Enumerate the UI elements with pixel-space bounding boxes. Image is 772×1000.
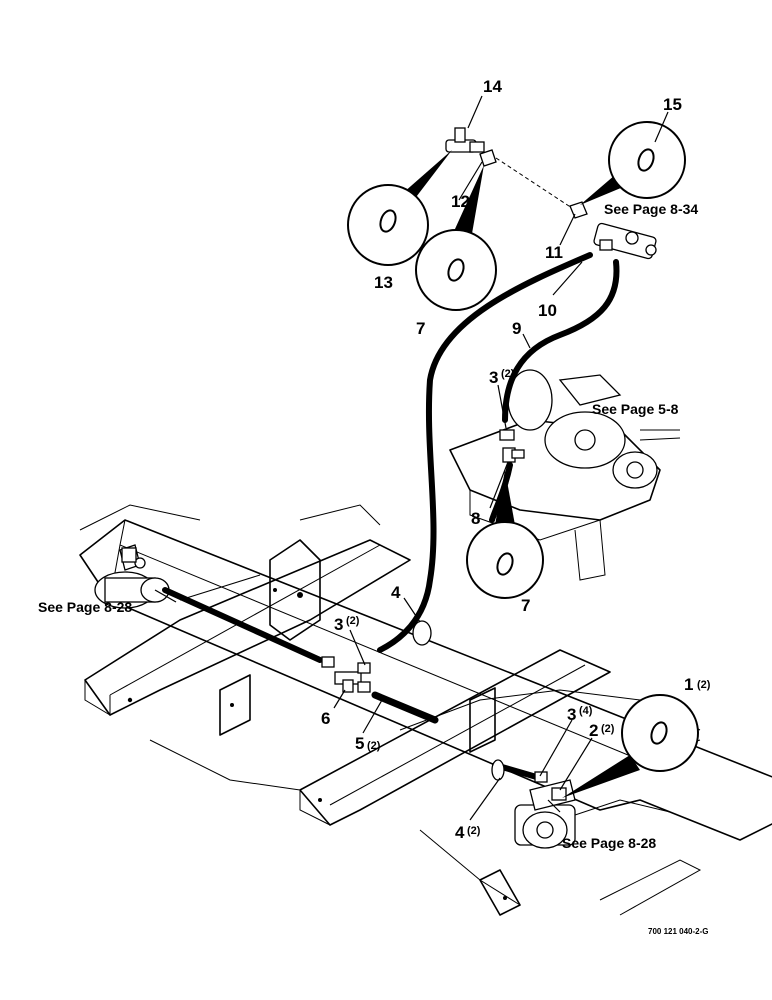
callout-2-qty: (2) [601, 723, 615, 735]
callout-2: 2 [589, 721, 598, 740]
callout-12: 12 [451, 192, 470, 211]
callout-13: 13 [374, 273, 393, 292]
callout-5-qty: (2) [367, 740, 381, 752]
callout-8: 8 [471, 509, 480, 528]
fittings [121, 127, 657, 801]
chassis-frame [79, 504, 772, 916]
elbow-fitting [499, 429, 525, 463]
callout-3-upper-qty: (2) [501, 368, 515, 380]
callout-3-right-qty: (4) [579, 705, 593, 717]
callout-4-upper: 4 [391, 583, 401, 602]
leader-lines [154, 95, 669, 821]
see-page-8-34: See Page 8-34 [604, 201, 698, 217]
callout-1: 1 [684, 675, 693, 694]
callout-3-mid: 3 [334, 615, 343, 634]
tee-6 [334, 662, 371, 693]
page-references: See Page 8-34 See Page 5-8 See Page 8-28… [38, 201, 698, 851]
callout-15: 15 [663, 95, 682, 114]
drawing-code: 700 121 040-2-G [648, 927, 709, 936]
see-page-8-28-left: See Page 8-28 [38, 599, 132, 615]
callout-10: 10 [538, 301, 557, 320]
callout-6: 6 [321, 709, 330, 728]
callout-4-lower-qty: (2) [467, 825, 481, 837]
callout-3-upper: 3 [489, 368, 498, 387]
see-page-8-28-right: See Page 8-28 [562, 835, 656, 851]
left-cylinder [94, 544, 170, 609]
callout-4-lower: 4 [455, 823, 465, 842]
callout-7-top: 7 [416, 319, 425, 338]
callout-7-bottom: 7 [521, 596, 530, 615]
see-page-5-8: See Page 5-8 [592, 401, 679, 417]
callout-9: 9 [512, 319, 521, 338]
callout-11: 11 [545, 243, 563, 262]
tee-fitting [445, 127, 485, 153]
valve-block [593, 222, 657, 260]
callout-14: 14 [483, 77, 502, 96]
callout-3-right: 3 [567, 705, 576, 724]
o-ring-callouts [347, 121, 699, 798]
hoses [162, 252, 620, 781]
fitting-12 [479, 149, 497, 167]
callout-labels: 14 15 12 13 7 11 10 9 3 (2) 8 7 4 3 (2) … [321, 77, 711, 842]
callout-3-mid-qty: (2) [346, 615, 360, 627]
callout-1-qty: (2) [697, 679, 711, 691]
callout-5: 5 [355, 734, 364, 753]
